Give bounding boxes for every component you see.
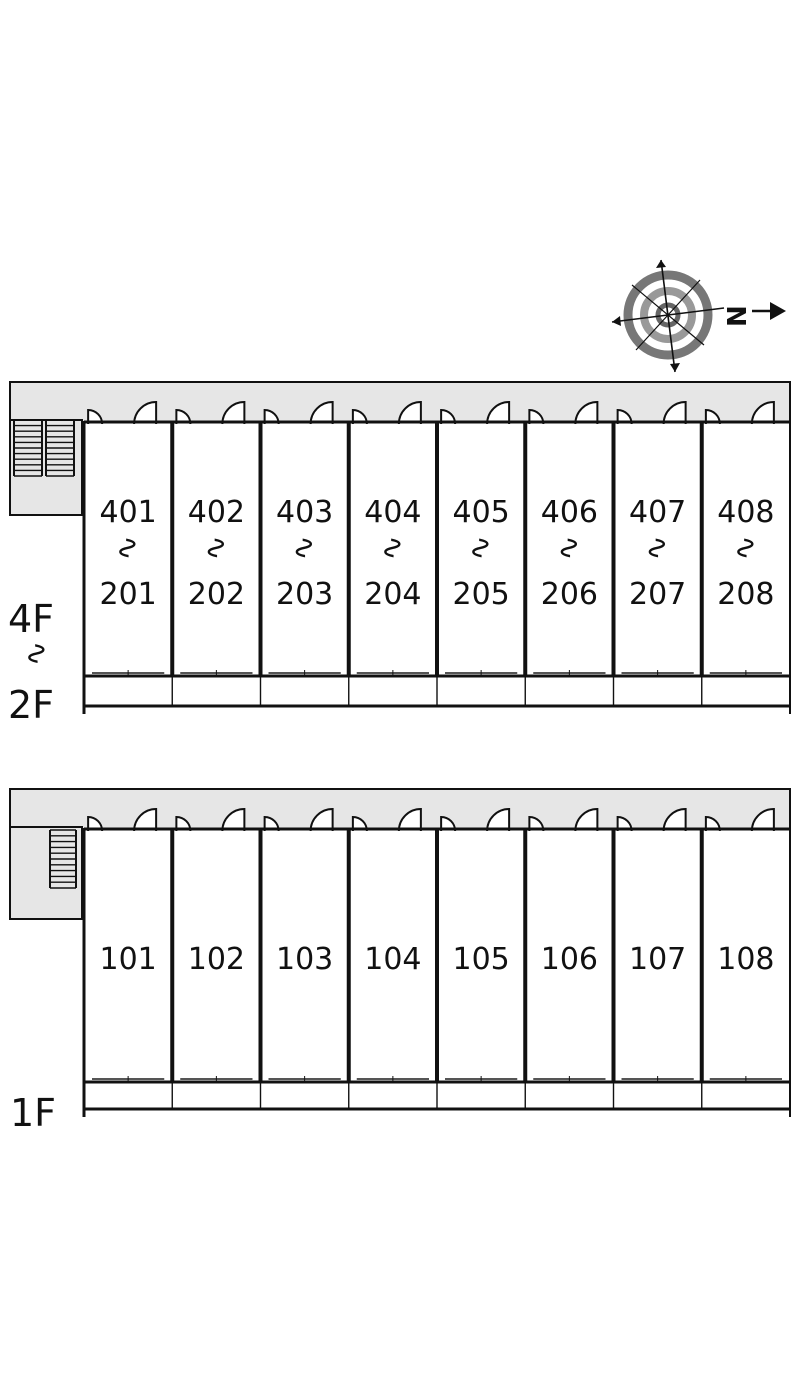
- units-lower: 101 102 103 104 105 106 107 108: [82, 827, 791, 1117]
- unit-number: 107: [629, 942, 686, 977]
- unit-number-top: 408: [717, 495, 774, 530]
- unit-number-top: 401: [99, 495, 156, 530]
- unit-number-top: 405: [452, 495, 509, 530]
- unit-number-top: 406: [541, 495, 598, 530]
- unit-number-top: 402: [188, 495, 245, 530]
- door-large-icon: [133, 807, 158, 832]
- door-large-icon: [397, 400, 422, 425]
- door-large-icon: [397, 807, 422, 832]
- door-large-icon: [133, 400, 158, 425]
- unit-number: 101: [99, 942, 156, 977]
- unit-number: 108: [717, 942, 774, 977]
- unit-number-bottom: 206: [541, 577, 598, 612]
- stair-landing-lower: [9, 826, 83, 920]
- unit-number-top: 403: [276, 495, 333, 530]
- unit-number-bottom: 205: [452, 577, 509, 612]
- floor-label-2f: 2F: [8, 683, 54, 727]
- unit-range-mark: ∿: [640, 535, 675, 560]
- compass: N: [611, 259, 786, 373]
- floor-label-4f: 4F: [8, 597, 54, 641]
- unit-number-bottom: 204: [364, 577, 421, 612]
- unit-number-bottom: 202: [188, 577, 245, 612]
- door-large-icon: [750, 807, 775, 832]
- unit-number: 104: [364, 942, 421, 977]
- unit-number-bottom: 207: [629, 577, 686, 612]
- unit-number: 103: [276, 942, 333, 977]
- door-large-icon: [486, 807, 511, 832]
- staircase-icon: [49, 829, 77, 889]
- door-large-icon: [662, 400, 687, 425]
- unit-range-mark: ∿: [551, 535, 586, 560]
- unit-number-bottom: 208: [717, 577, 774, 612]
- door-large-icon: [662, 807, 687, 832]
- door-large-icon: [574, 400, 599, 425]
- compass-rose-icon: [611, 259, 725, 373]
- unit-range-mark: ∿: [463, 535, 498, 560]
- staircase-icon: [13, 419, 75, 477]
- upper-block: 401 ∿ 201 402 ∿ 202 403 ∿ 203 404 ∿ 204 405 ∿ 205 406 ∿ 2…: [8, 381, 791, 727]
- units-upper: 401 ∿ 201 402 ∿ 202 403 ∿ 203 404 ∿ 204 405 ∿ 205 406 ∿ 2…: [82, 420, 791, 714]
- unit-number-bottom: 201: [99, 577, 156, 612]
- unit-number: 102: [188, 942, 245, 977]
- unit-number-top: 404: [364, 495, 421, 530]
- unit-range-mark: ∿: [728, 535, 763, 560]
- door-large-icon: [221, 400, 246, 425]
- door-large-icon: [309, 807, 334, 832]
- door-large-icon: [574, 807, 599, 832]
- door-large-icon: [309, 400, 334, 425]
- unit-number-top: 407: [629, 495, 686, 530]
- unit-range-mark: ∿: [198, 535, 233, 560]
- floor-label-range-mark: ∿: [19, 641, 54, 666]
- unit-range-mark: ∿: [110, 535, 145, 560]
- unit-range-mark: ∿: [287, 535, 322, 560]
- door-large-icon: [486, 400, 511, 425]
- door-large-icon: [221, 807, 246, 832]
- unit-number: 106: [541, 942, 598, 977]
- door-large-icon: [750, 400, 775, 425]
- unit-number-bottom: 203: [276, 577, 333, 612]
- lower-block: 101 102 103 104 105 106 107 108 1F: [9, 788, 791, 1135]
- north-label: N: [723, 305, 753, 327]
- unit-range-mark: ∿: [375, 535, 410, 560]
- unit-number: 105: [452, 942, 509, 977]
- north-arrow-icon: [752, 302, 786, 320]
- floor-label-1f: 1F: [10, 1091, 56, 1135]
